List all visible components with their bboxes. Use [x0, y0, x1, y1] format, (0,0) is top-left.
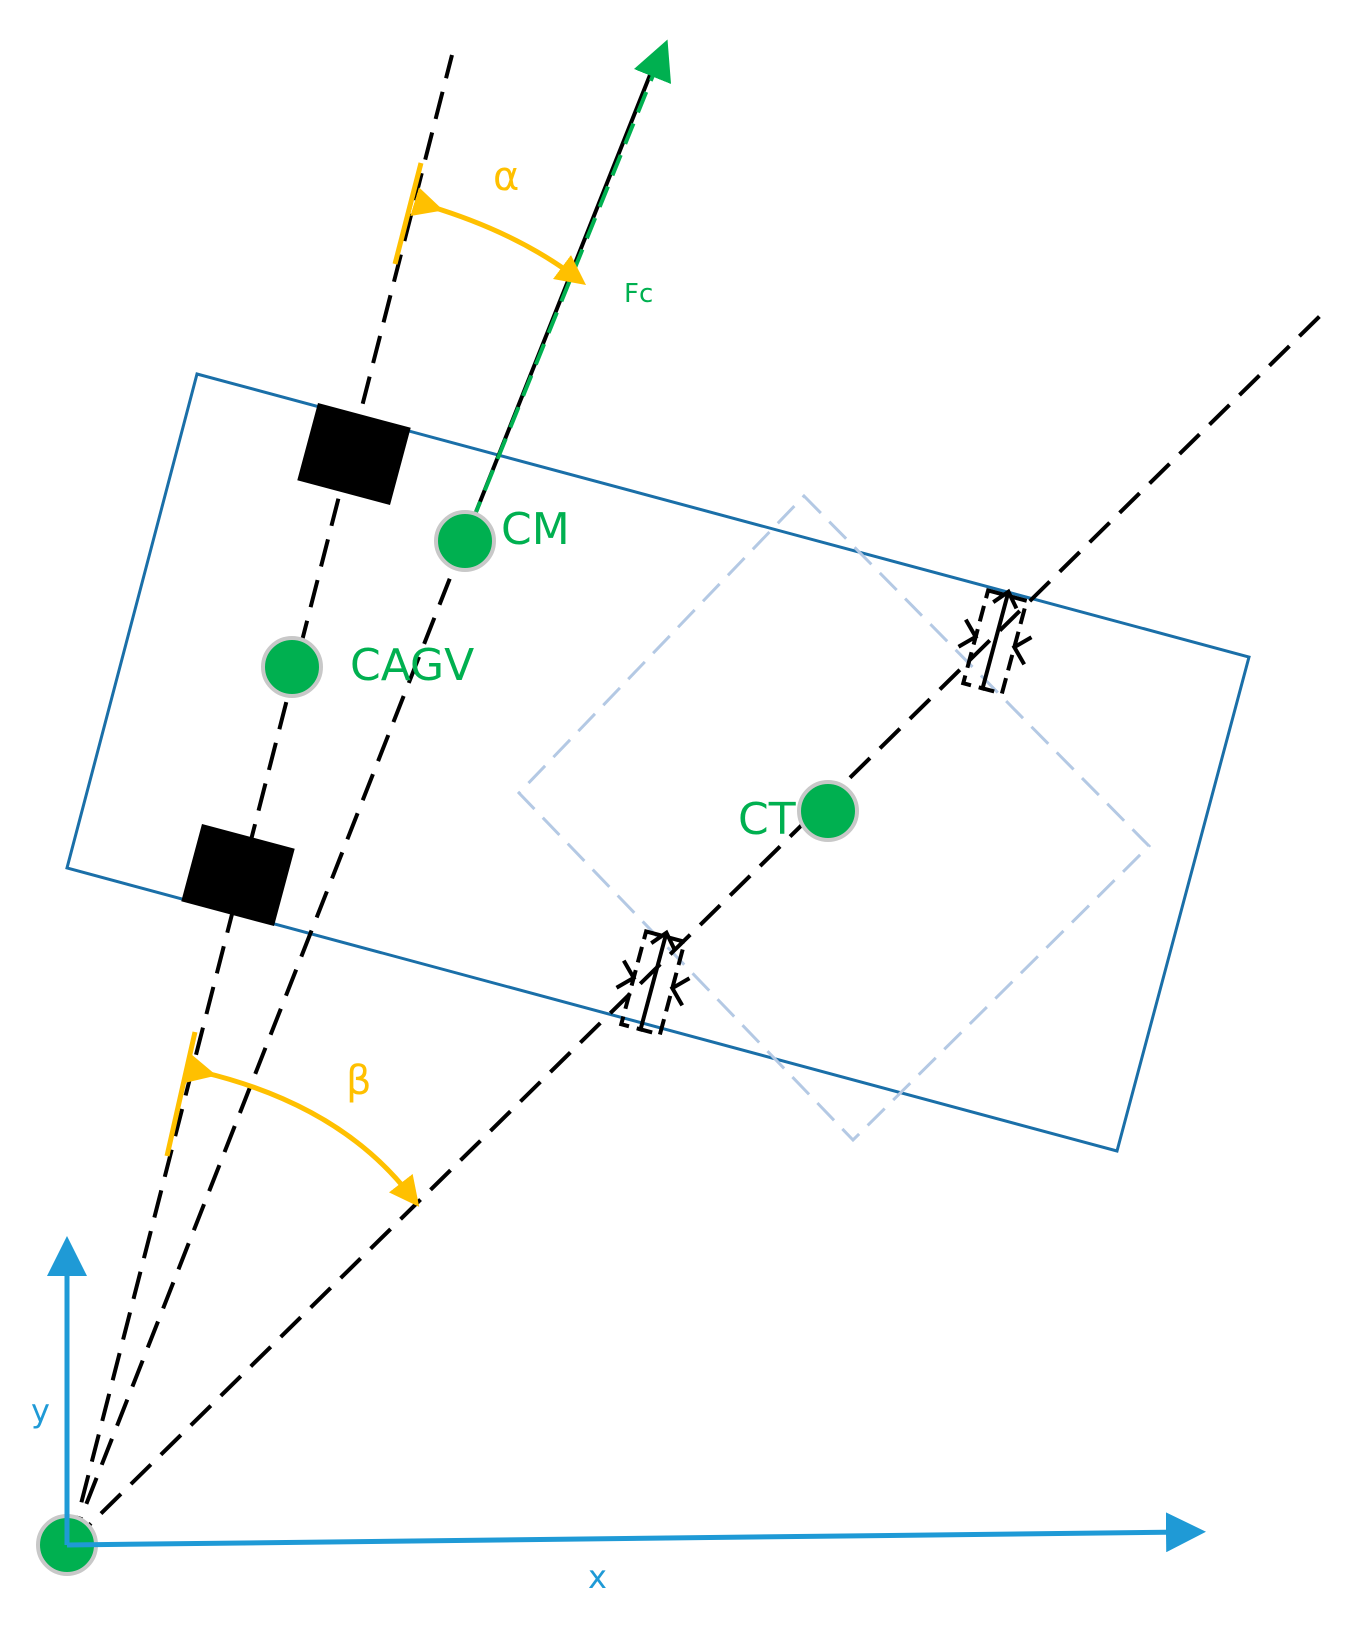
- support-marker-upper: [957, 588, 1033, 696]
- beta-reference-tick: [164, 1031, 198, 1157]
- label-beta: β: [346, 1058, 372, 1104]
- label-cagv: CAGV: [350, 640, 474, 691]
- label-cm: CM: [501, 504, 570, 555]
- rear-wheel: [181, 823, 295, 927]
- cagv-point: [261, 636, 323, 698]
- label-x-axis: x: [588, 1558, 607, 1596]
- load-outline: [516, 493, 1152, 1143]
- ct-point: [797, 780, 859, 842]
- support-marker-lower: [615, 929, 691, 1037]
- wheel-axis-line: [69, 54, 454, 1544]
- label-y-axis: y: [31, 1392, 50, 1430]
- label-ct: CT: [738, 794, 796, 845]
- alpha-arc: [410, 187, 587, 285]
- agv-body-outline: [65, 372, 1251, 1153]
- x-axis: [66, 1512, 1206, 1553]
- cm-point: [434, 510, 496, 572]
- cm-line: [69, 521, 474, 1544]
- label-fc: Fc: [624, 279, 653, 309]
- alpha-reference-tick: [392, 162, 424, 265]
- ct-line: [69, 313, 1323, 1545]
- force-fc-arrow: [470, 39, 672, 523]
- beta-arc: [183, 1053, 420, 1207]
- front-wheel: [297, 402, 411, 506]
- label-alpha: α: [493, 154, 519, 200]
